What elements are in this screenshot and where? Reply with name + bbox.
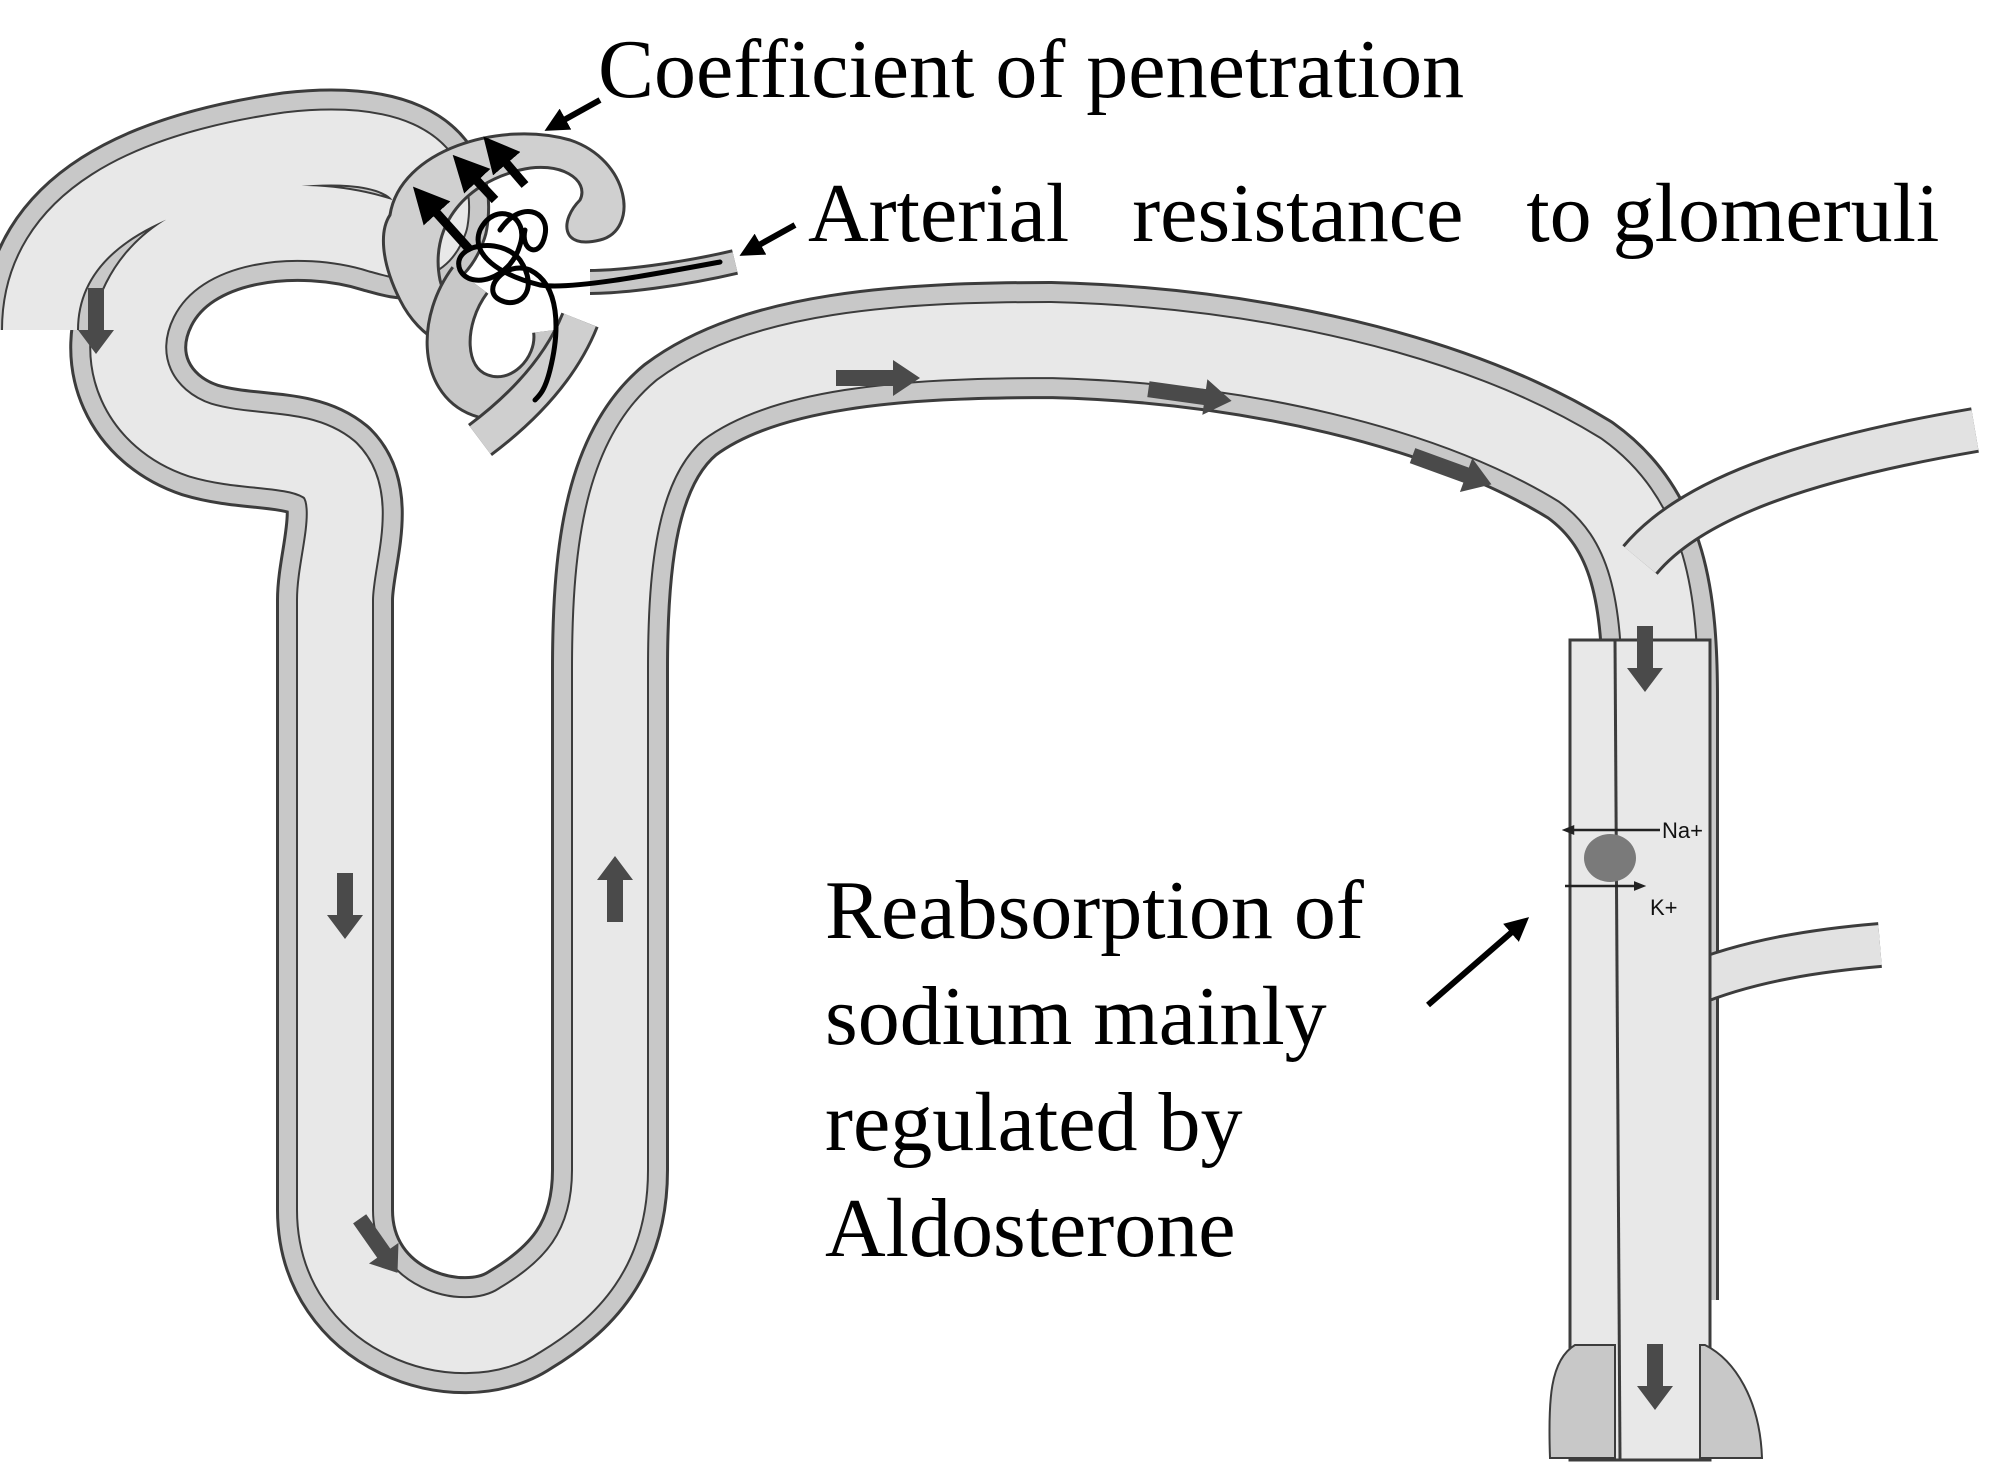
label-reabsorption-line4: Aldosterone bbox=[825, 1182, 1236, 1275]
collecting-duct-branches bbox=[1548, 407, 1979, 1462]
flow-arrow bbox=[597, 856, 633, 922]
flow-arrow bbox=[78, 288, 114, 354]
flow-arrow bbox=[836, 360, 920, 396]
flow-arrow bbox=[1147, 379, 1232, 415]
glomerulus-tuft bbox=[456, 209, 723, 403]
label-coefficient-of-penetration: Coefficient of penetration bbox=[598, 23, 1465, 116]
label-arterial-resistance: Arterial resistance to glomeruli bbox=[808, 167, 1940, 260]
label-na-ion: Na+ bbox=[1662, 818, 1703, 843]
label-reabsorption-line1: Reabsorption of bbox=[825, 864, 1364, 957]
label-reabsorption-line3: regulated by bbox=[825, 1076, 1243, 1169]
label-reabsorption-line2: sodium mainly bbox=[825, 970, 1327, 1063]
filtration-arrows bbox=[412, 136, 529, 254]
na-k-pump bbox=[1561, 825, 1660, 891]
bowman-capsule bbox=[381, 132, 626, 456]
label-pointer-arrows bbox=[544, 97, 1530, 1008]
flow-arrow bbox=[1409, 448, 1492, 493]
flow-arrow bbox=[353, 1214, 399, 1273]
label-k-ion: K+ bbox=[1650, 895, 1678, 920]
flow-arrows bbox=[78, 288, 1673, 1410]
flow-arrow bbox=[1637, 1344, 1673, 1410]
label-reabsorption-block: Reabsorption of sodium mainly regulated … bbox=[825, 858, 1364, 1282]
flow-arrow bbox=[327, 873, 363, 939]
flow-arrow bbox=[1627, 626, 1663, 692]
